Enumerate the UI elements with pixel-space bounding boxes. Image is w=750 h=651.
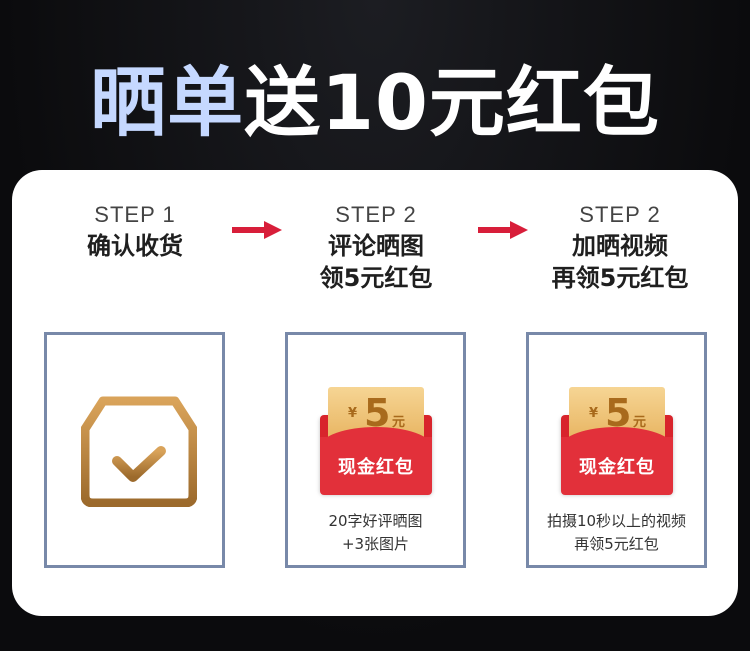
envelope-label: 现金红包 xyxy=(579,457,655,478)
step-3-header: STEP 2 加晒视频 再领5元红包 xyxy=(500,200,740,294)
currency-symbol: ¥ xyxy=(348,406,358,421)
step-2-card: ¥ 5 元 现金红包 20字好评晒图 +3张图片 xyxy=(285,332,466,568)
title-rest: 送10元红包 xyxy=(244,58,660,147)
arrow-right-icon xyxy=(478,221,528,239)
step-3-title: 加晒视频 再领5元红包 xyxy=(551,232,689,292)
red-envelope-icon: ¥ 5 元 现金红包 xyxy=(561,387,673,495)
step-2-caption: 20字好评晒图 +3张图片 xyxy=(328,512,423,553)
step-2-number: STEP 2 xyxy=(335,202,417,227)
step-2-title: 评论晒图 领5元红包 xyxy=(319,232,433,292)
step-3-number: STEP 2 xyxy=(579,202,661,227)
envelope-unit: 元 xyxy=(633,415,647,430)
envelope-label: 现金红包 xyxy=(338,457,414,478)
step-1-header: STEP 1 确认收货 xyxy=(15,200,255,262)
arrow-right-icon xyxy=(232,221,282,239)
step-3-caption: 拍摄10秒以上的视频 再领5元红包 xyxy=(546,512,687,553)
box-check-icon xyxy=(81,396,197,507)
step-3-card: ¥ 5 元 现金红包 拍摄10秒以上的视频 再领5元红包 xyxy=(526,332,707,568)
page-title: 晒单送10元红包 xyxy=(0,58,750,148)
currency-symbol: ¥ xyxy=(589,406,599,421)
red-envelope-icon: ¥ 5 元 现金红包 xyxy=(320,387,432,495)
title-highlight: 晒单 xyxy=(90,58,245,147)
step-1-card xyxy=(44,332,225,568)
step-2-header: STEP 2 评论晒图 领5元红包 xyxy=(256,200,496,294)
step-1-number: STEP 1 xyxy=(94,202,176,227)
step-1-title: 确认收货 xyxy=(87,232,183,260)
envelope-unit: 元 xyxy=(392,415,406,430)
